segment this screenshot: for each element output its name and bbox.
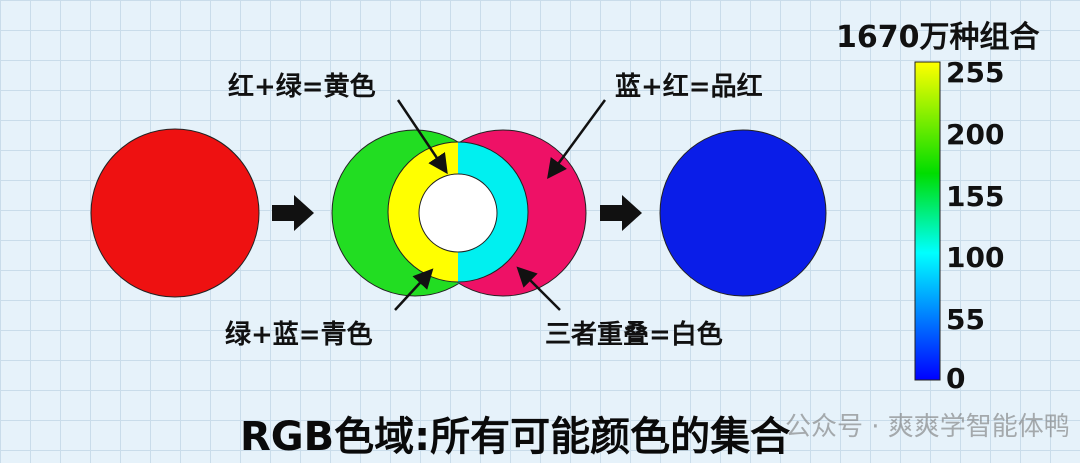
red-circle xyxy=(90,128,260,298)
colorbar-tick: 100 xyxy=(946,241,1005,274)
white-center xyxy=(418,173,498,253)
label-cyan: 绿+蓝=青色 xyxy=(225,320,373,350)
colorbar-tick: 155 xyxy=(946,180,1005,213)
arrow-right-icon xyxy=(600,195,642,231)
page-title: RGB色域:所有可能颜色的集合 xyxy=(240,414,791,460)
colorbar xyxy=(914,61,941,381)
blue-circle xyxy=(659,129,827,297)
label-white: 三者重叠=白色 xyxy=(545,320,723,350)
colorbar-tick: 55 xyxy=(946,303,985,336)
colorbar-tick: 200 xyxy=(946,118,1005,151)
colorbar-title: 1670万种组合 xyxy=(836,20,1040,55)
colorbar-tick: 0 xyxy=(946,362,966,395)
label-yellow: 红+绿=黄色 xyxy=(228,72,376,102)
watermark: 公众号 · 爽爽学智能体鸭 xyxy=(785,412,1070,442)
colorbar-tick: 255 xyxy=(946,56,1005,89)
label-magenta: 蓝+红=品红 xyxy=(615,72,763,102)
arrow-right-icon xyxy=(272,195,314,231)
